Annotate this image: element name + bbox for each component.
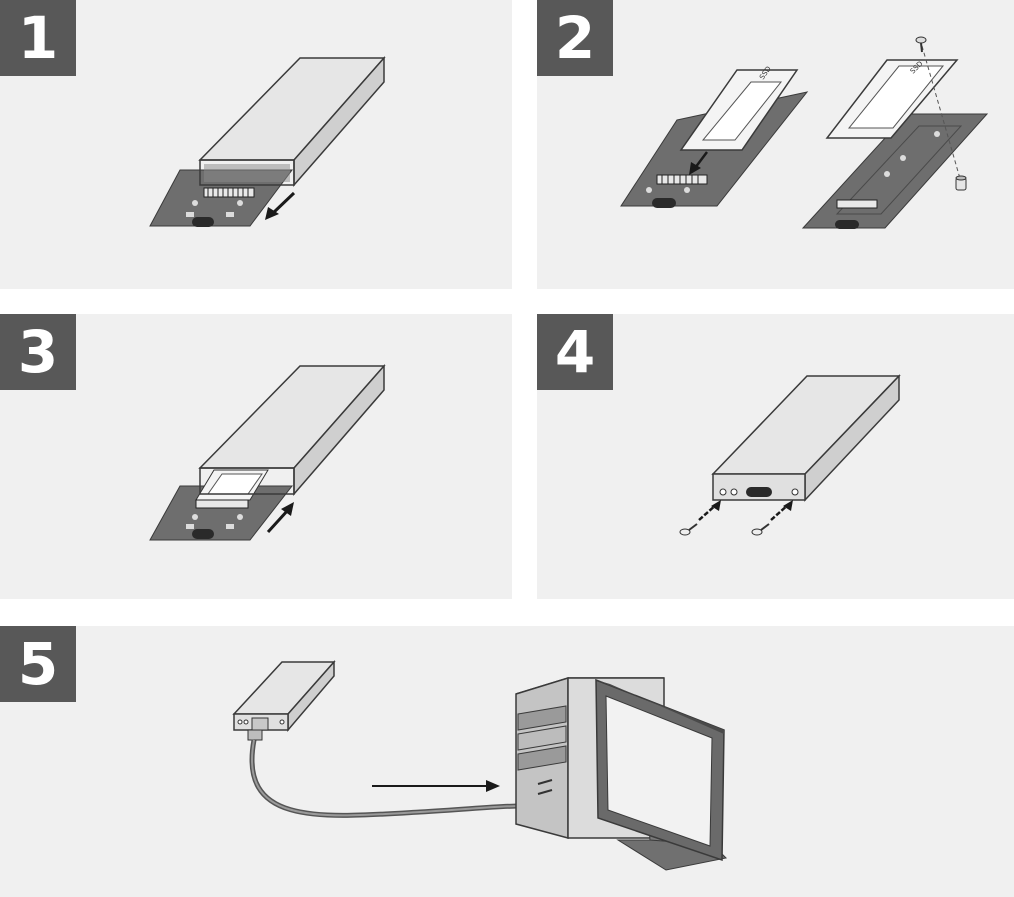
usb-c-port: [192, 217, 214, 227]
screw-hole: [719, 488, 727, 496]
screw-hole: [279, 719, 285, 725]
board-hole: [646, 187, 652, 193]
led-hole: [243, 719, 249, 725]
usb-cable-highlight: [251, 739, 521, 817]
usb-cable: [249, 739, 521, 818]
ssd-chip-right: [847, 65, 945, 129]
step-2-panel: 2 SSD SSD: [537, 0, 1014, 289]
screw-shaft: [688, 523, 698, 531]
step-5-illustration: [232, 660, 728, 871]
usb-c-port: [746, 487, 772, 497]
step-1-illustration: [149, 56, 386, 227]
screw-icon: [751, 528, 763, 536]
usb-plug-body: [247, 729, 263, 741]
board-pad: [226, 524, 234, 529]
m2-connector: [203, 187, 255, 198]
screw-hole: [237, 719, 243, 725]
board-hole: [884, 171, 890, 177]
drive-bay: [517, 725, 567, 751]
enclosure-front: [199, 159, 295, 186]
board-outline: [835, 125, 963, 215]
usb-plug: [251, 717, 269, 731]
enclosure-opening: [204, 164, 290, 182]
step-number-1: 1: [0, 0, 76, 76]
step-4-illustration: [679, 374, 901, 536]
drive-bay: [517, 705, 567, 731]
arrow-head: [689, 162, 701, 175]
drive-bay: [517, 745, 567, 771]
screw-icon: [915, 36, 927, 44]
board-hole: [192, 514, 198, 520]
front-usb-slot: [537, 779, 553, 785]
arrow-head: [711, 500, 721, 511]
arrow-head: [486, 780, 500, 792]
board-pad: [186, 524, 194, 529]
step-number-3: 3: [0, 314, 76, 390]
front-usb-slot: [537, 789, 553, 795]
standoff-top: [955, 175, 967, 181]
direction-arrow: [266, 508, 290, 534]
screw-shaft: [920, 42, 923, 53]
direction-arrow: [698, 503, 718, 521]
ssd-chip-left: [701, 81, 783, 141]
step-3-illustration: [149, 364, 386, 541]
direction-arrow: [770, 503, 790, 521]
arrow-head: [265, 207, 279, 220]
direction-arrow: [270, 191, 296, 216]
monitor-screen: [605, 695, 713, 847]
arrow-head: [281, 502, 294, 516]
board-hole: [192, 200, 198, 206]
screw-shaft: [760, 523, 770, 531]
usb-c-port: [835, 220, 859, 229]
screw-hole: [791, 488, 799, 496]
m2-connector: [656, 174, 708, 185]
step-number-4: 4: [537, 314, 613, 390]
board-pad: [186, 212, 194, 217]
step-5-panel: 5: [0, 626, 1014, 897]
step-3-panel: 3: [0, 314, 512, 599]
board-pad: [226, 212, 234, 217]
screw-icon: [679, 528, 691, 536]
board-hole: [900, 155, 906, 161]
board-hole: [237, 514, 243, 520]
m2-connector: [195, 499, 249, 509]
step-4-panel: 4: [537, 314, 1014, 599]
arrow-head: [783, 500, 793, 511]
guide-line: [921, 45, 962, 183]
m2-connector: [836, 199, 878, 209]
step-number-5: 5: [0, 626, 76, 702]
board-hole: [684, 187, 690, 193]
usb-c-port: [652, 198, 676, 208]
usb-c-port: [192, 529, 214, 539]
step-number-2: 2: [537, 0, 613, 76]
step-1-panel: 1: [0, 0, 512, 289]
board-hole: [237, 200, 243, 206]
direction-arrow: [694, 151, 708, 169]
step-2-illustration: SSD SSD: [620, 36, 989, 229]
enclosure-front: [199, 467, 295, 495]
led-hole: [730, 488, 738, 496]
board-hole: [934, 131, 940, 137]
